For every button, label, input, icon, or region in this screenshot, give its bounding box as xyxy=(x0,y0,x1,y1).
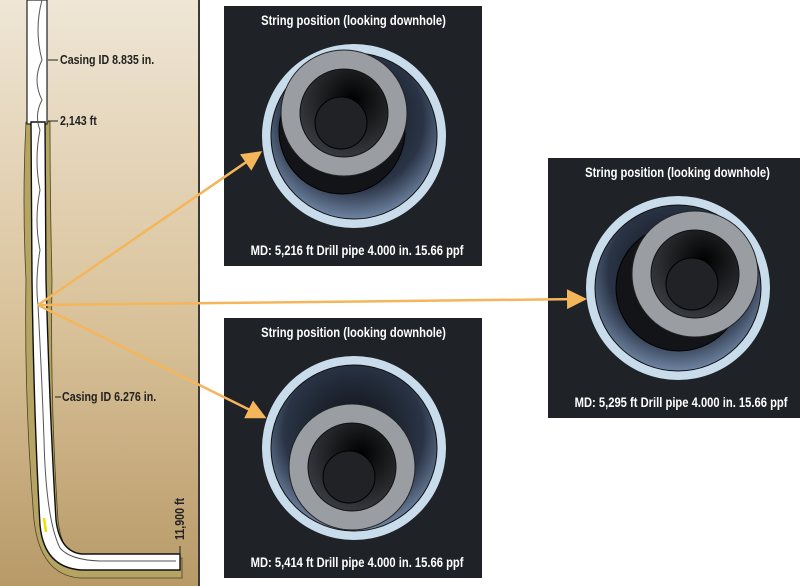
panel-caption: MD: 5,295 ft Drill pipe 4.000 in. 15.66 … xyxy=(574,394,788,410)
upper-casing xyxy=(26,0,48,125)
bit-marker xyxy=(42,517,48,533)
drill-string xyxy=(36,0,176,562)
drill-pipe-hole xyxy=(322,450,376,504)
panel-title: String position (looking downhole) xyxy=(584,164,770,180)
cross-section xyxy=(262,44,446,228)
drill-pipe-hole xyxy=(314,96,368,150)
string-position-panel-5414: String position (looking downhole) MD: 5… xyxy=(224,318,482,578)
string-position-panel-5295: String position (looking downhole) MD: 5… xyxy=(548,158,800,418)
drill-pipe-hole xyxy=(665,257,719,311)
panel-caption: MD: 5,216 ft Drill pipe 4.000 in. 15.66 … xyxy=(250,242,464,258)
wellbore-schematic: Casing ID 8.835 in. 2,143 ft Casing ID 6… xyxy=(0,0,200,586)
upper-casing-label: Casing ID 8.835 in. xyxy=(60,52,155,67)
total-depth-label: 11,900 ft xyxy=(172,497,187,540)
wellbore-drawing xyxy=(23,0,183,579)
string-position-panel-5216: String position (looking downhole) MD: 5… xyxy=(224,6,482,266)
lower-casing xyxy=(30,121,181,571)
panel-title: String position (looking downhole) xyxy=(260,12,446,28)
lower-casing-label: Casing ID 6.276 in. xyxy=(62,389,157,404)
panel-caption: MD: 5,414 ft Drill pipe 4.000 in. 15.66 … xyxy=(250,554,464,570)
cross-section xyxy=(262,356,446,540)
panel-title: String position (looking downhole) xyxy=(260,324,446,340)
shoe-depth-label: 2,143 ft xyxy=(60,113,97,128)
cross-section xyxy=(586,196,770,380)
